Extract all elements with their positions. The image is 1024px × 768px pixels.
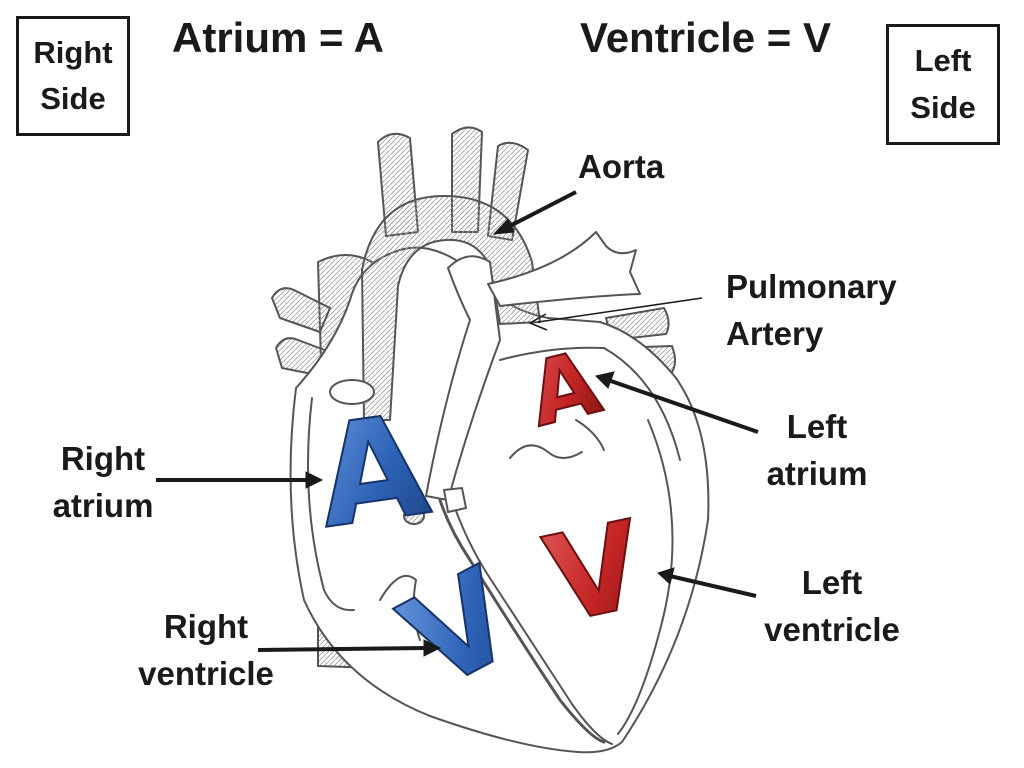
right-atrium-label: Right atrium bbox=[40, 436, 166, 530]
mitral-chordae bbox=[575, 419, 605, 451]
right-side-box: Right Side bbox=[16, 16, 130, 136]
right-side-box-line-1: Right bbox=[33, 34, 113, 70]
aorta-label-line-1: Aorta bbox=[578, 148, 665, 185]
right-side-box-line-2: Side bbox=[40, 81, 106, 116]
left-atrium-pointer-line bbox=[607, 378, 759, 434]
left-atrium-pointer-head bbox=[595, 371, 615, 389]
pulmonary-artery-label-line-2: Artery bbox=[726, 314, 824, 352]
left-ventricle-label-line-2: ventricle bbox=[764, 610, 900, 648]
right-pulmonary-vein-upper bbox=[271, 287, 331, 333]
right-ventricle-label-line-1: Right bbox=[163, 608, 249, 645]
left-side-box-line-1: Left bbox=[914, 43, 972, 78]
left-atrium-wall bbox=[499, 346, 681, 461]
right-atrium-label-line-1: Right bbox=[60, 440, 146, 477]
aorta-label: Aorta bbox=[578, 144, 664, 191]
interventricular-septum bbox=[438, 498, 606, 744]
ventricle-key-title: Ventricle = V bbox=[580, 14, 831, 61]
left-ventricle-wall bbox=[617, 419, 674, 735]
atrium-key-title: Atrium = A bbox=[172, 14, 384, 61]
aortic-valve bbox=[443, 487, 467, 513]
aortic-arch bbox=[361, 195, 541, 421]
tricuspid-valve bbox=[379, 575, 421, 641]
pulmonary-artery-pointer-head bbox=[528, 313, 548, 331]
right-ventricle-pointer-head bbox=[423, 639, 442, 657]
pulmonary-trunk bbox=[425, 255, 501, 501]
left-ventricle-pointer-line bbox=[669, 574, 757, 598]
left-ventricle-label-line-1: Left bbox=[801, 564, 863, 601]
mitral-valve bbox=[509, 444, 583, 459]
left-atrium-label-line-1: Left bbox=[786, 408, 848, 445]
left-atrium-label-line-2: atrium bbox=[766, 454, 868, 492]
aorta-pointer-line bbox=[505, 190, 577, 230]
right-ventricle-label-line-2: ventricle bbox=[138, 654, 274, 692]
interventricular-septum-inner bbox=[451, 499, 613, 745]
pulmonary-artery-label-line-1: Pulmonary bbox=[726, 268, 897, 305]
coronary-sinus bbox=[329, 379, 375, 405]
pulmonary-artery-pointer-line bbox=[537, 297, 703, 323]
left-ventricle-pointer-head bbox=[657, 567, 675, 585]
right-atrium-letter: A bbox=[308, 384, 438, 560]
aorta-pointer-head bbox=[492, 218, 515, 235]
right-atrium-label-line-2: atrium bbox=[52, 486, 154, 524]
right-atrium-wall bbox=[307, 397, 355, 612]
left-side-box-line-2: Side bbox=[910, 89, 976, 125]
left-atrium-label: Left atrium bbox=[752, 404, 882, 498]
right-atrium-pointer-head bbox=[305, 471, 324, 489]
left-ventricle-label: Left ventricle bbox=[754, 560, 910, 654]
right-ventricle-pointer-line bbox=[257, 646, 429, 652]
pulmonary-artery-label: Pulmonary Artery bbox=[726, 264, 897, 358]
pulmonary-branch-left bbox=[487, 231, 641, 307]
right-ventricle-label: Right ventricle bbox=[128, 604, 284, 698]
left-side-box: Left Side bbox=[886, 24, 1000, 145]
fossa-ovalis bbox=[403, 507, 425, 525]
